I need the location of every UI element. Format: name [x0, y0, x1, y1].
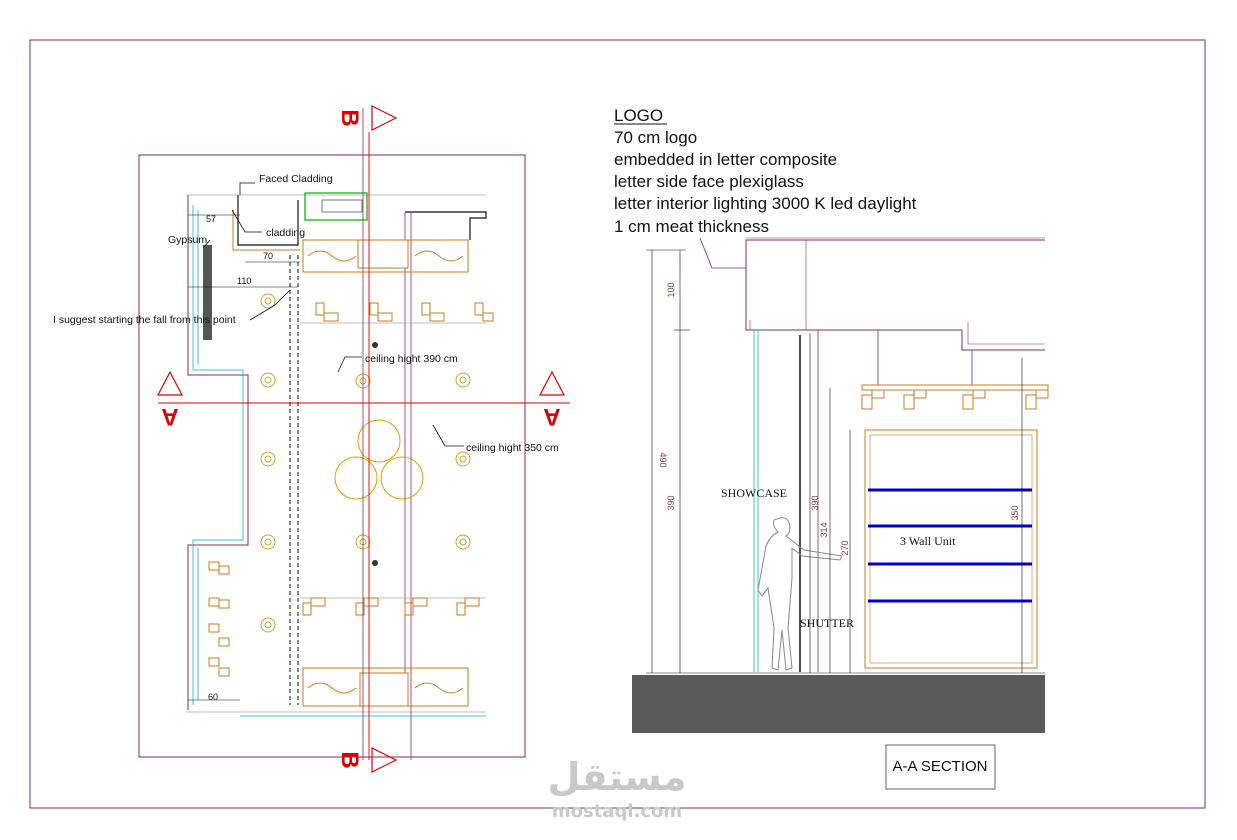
logo-line-2: embedded in letter composite [614, 150, 837, 169]
label-wall-unit: 3 Wall Unit [900, 534, 956, 548]
ceiling-plan: A A B B Faced Cladding cladding Gypsum I… [53, 105, 570, 773]
dim-490: 490 [658, 452, 668, 467]
dim-60: 60 [208, 692, 218, 702]
logo-line-3: letter side face plexiglass [614, 172, 804, 191]
label-cladding: cladding [266, 227, 305, 239]
section-aa: 100 490 390 390 314 270 350 SHOWCASE SHU… [632, 237, 1049, 790]
logo-line-4: letter interior lighting 3000 K led dayl… [614, 194, 917, 213]
wall-unit [864, 429, 1038, 669]
sheet-border [29, 39, 1206, 809]
plan-wall [187, 195, 249, 710]
label-faced-cladding: Faced Cladding [259, 173, 333, 185]
dim-110: 110 [237, 276, 251, 286]
gypsum-bar [203, 245, 212, 340]
sprinkler [372, 342, 378, 348]
plan-counter [304, 192, 368, 221]
label-suggestion: I suggest starting the fall from this po… [53, 314, 236, 326]
section-mark-a-right: A [543, 403, 560, 430]
label-gypsum: Gypsum [168, 234, 207, 246]
dim-390: 390 [810, 495, 820, 510]
logo-title: LOGO [614, 106, 663, 125]
dim-70: 70 [263, 251, 273, 261]
label-shutter: SHUTTER [800, 616, 854, 630]
downlights [260, 293, 471, 633]
watermark-latin: mostaql.com [552, 801, 682, 822]
human-figure [757, 517, 843, 671]
sprinkler [372, 560, 378, 566]
logo-note: LOGO 70 cm logo embedded in letter compo… [614, 106, 917, 269]
caption-box [885, 744, 996, 790]
plan-glass [192, 205, 244, 705]
logo-line-1: 70 cm logo [614, 128, 697, 147]
dim-100: 100 [666, 282, 676, 297]
light-track [861, 384, 1049, 391]
plan-frame [138, 154, 526, 758]
dim-390-left: 390 [666, 495, 676, 510]
label-showcase: SHOWCASE [721, 486, 787, 500]
plan-furniture-top [302, 239, 469, 273]
floor-slab [632, 675, 1045, 733]
caption-aa-section: A-A SECTION [892, 758, 987, 775]
label-ceiling-390: ceiling hight 390 cm [365, 353, 458, 365]
section-spots [861, 389, 1049, 410]
dim-57: 57 [206, 214, 216, 224]
dim-270: 270 [840, 540, 850, 555]
section-mark-b-bottom: B [336, 751, 363, 768]
watermark-arabic: مستقل [548, 755, 687, 799]
logo-line-5: 1 cm meat thickness [614, 217, 769, 236]
dim-314: 314 [819, 522, 829, 537]
section-dimensions [646, 249, 1045, 674]
section-mark-b-top: B [336, 109, 363, 126]
plan-furniture-bottom [302, 667, 469, 707]
ceiling-bulkhead [745, 239, 1045, 351]
track-spots [208, 302, 494, 677]
label-ceiling-350: ceiling hight 350 cm [466, 442, 559, 454]
watermark: مستقل mostaql.com [548, 755, 687, 822]
dim-350: 350 [1010, 505, 1020, 520]
section-mark-a-left: A [161, 403, 178, 430]
pendant-cluster [334, 419, 424, 500]
